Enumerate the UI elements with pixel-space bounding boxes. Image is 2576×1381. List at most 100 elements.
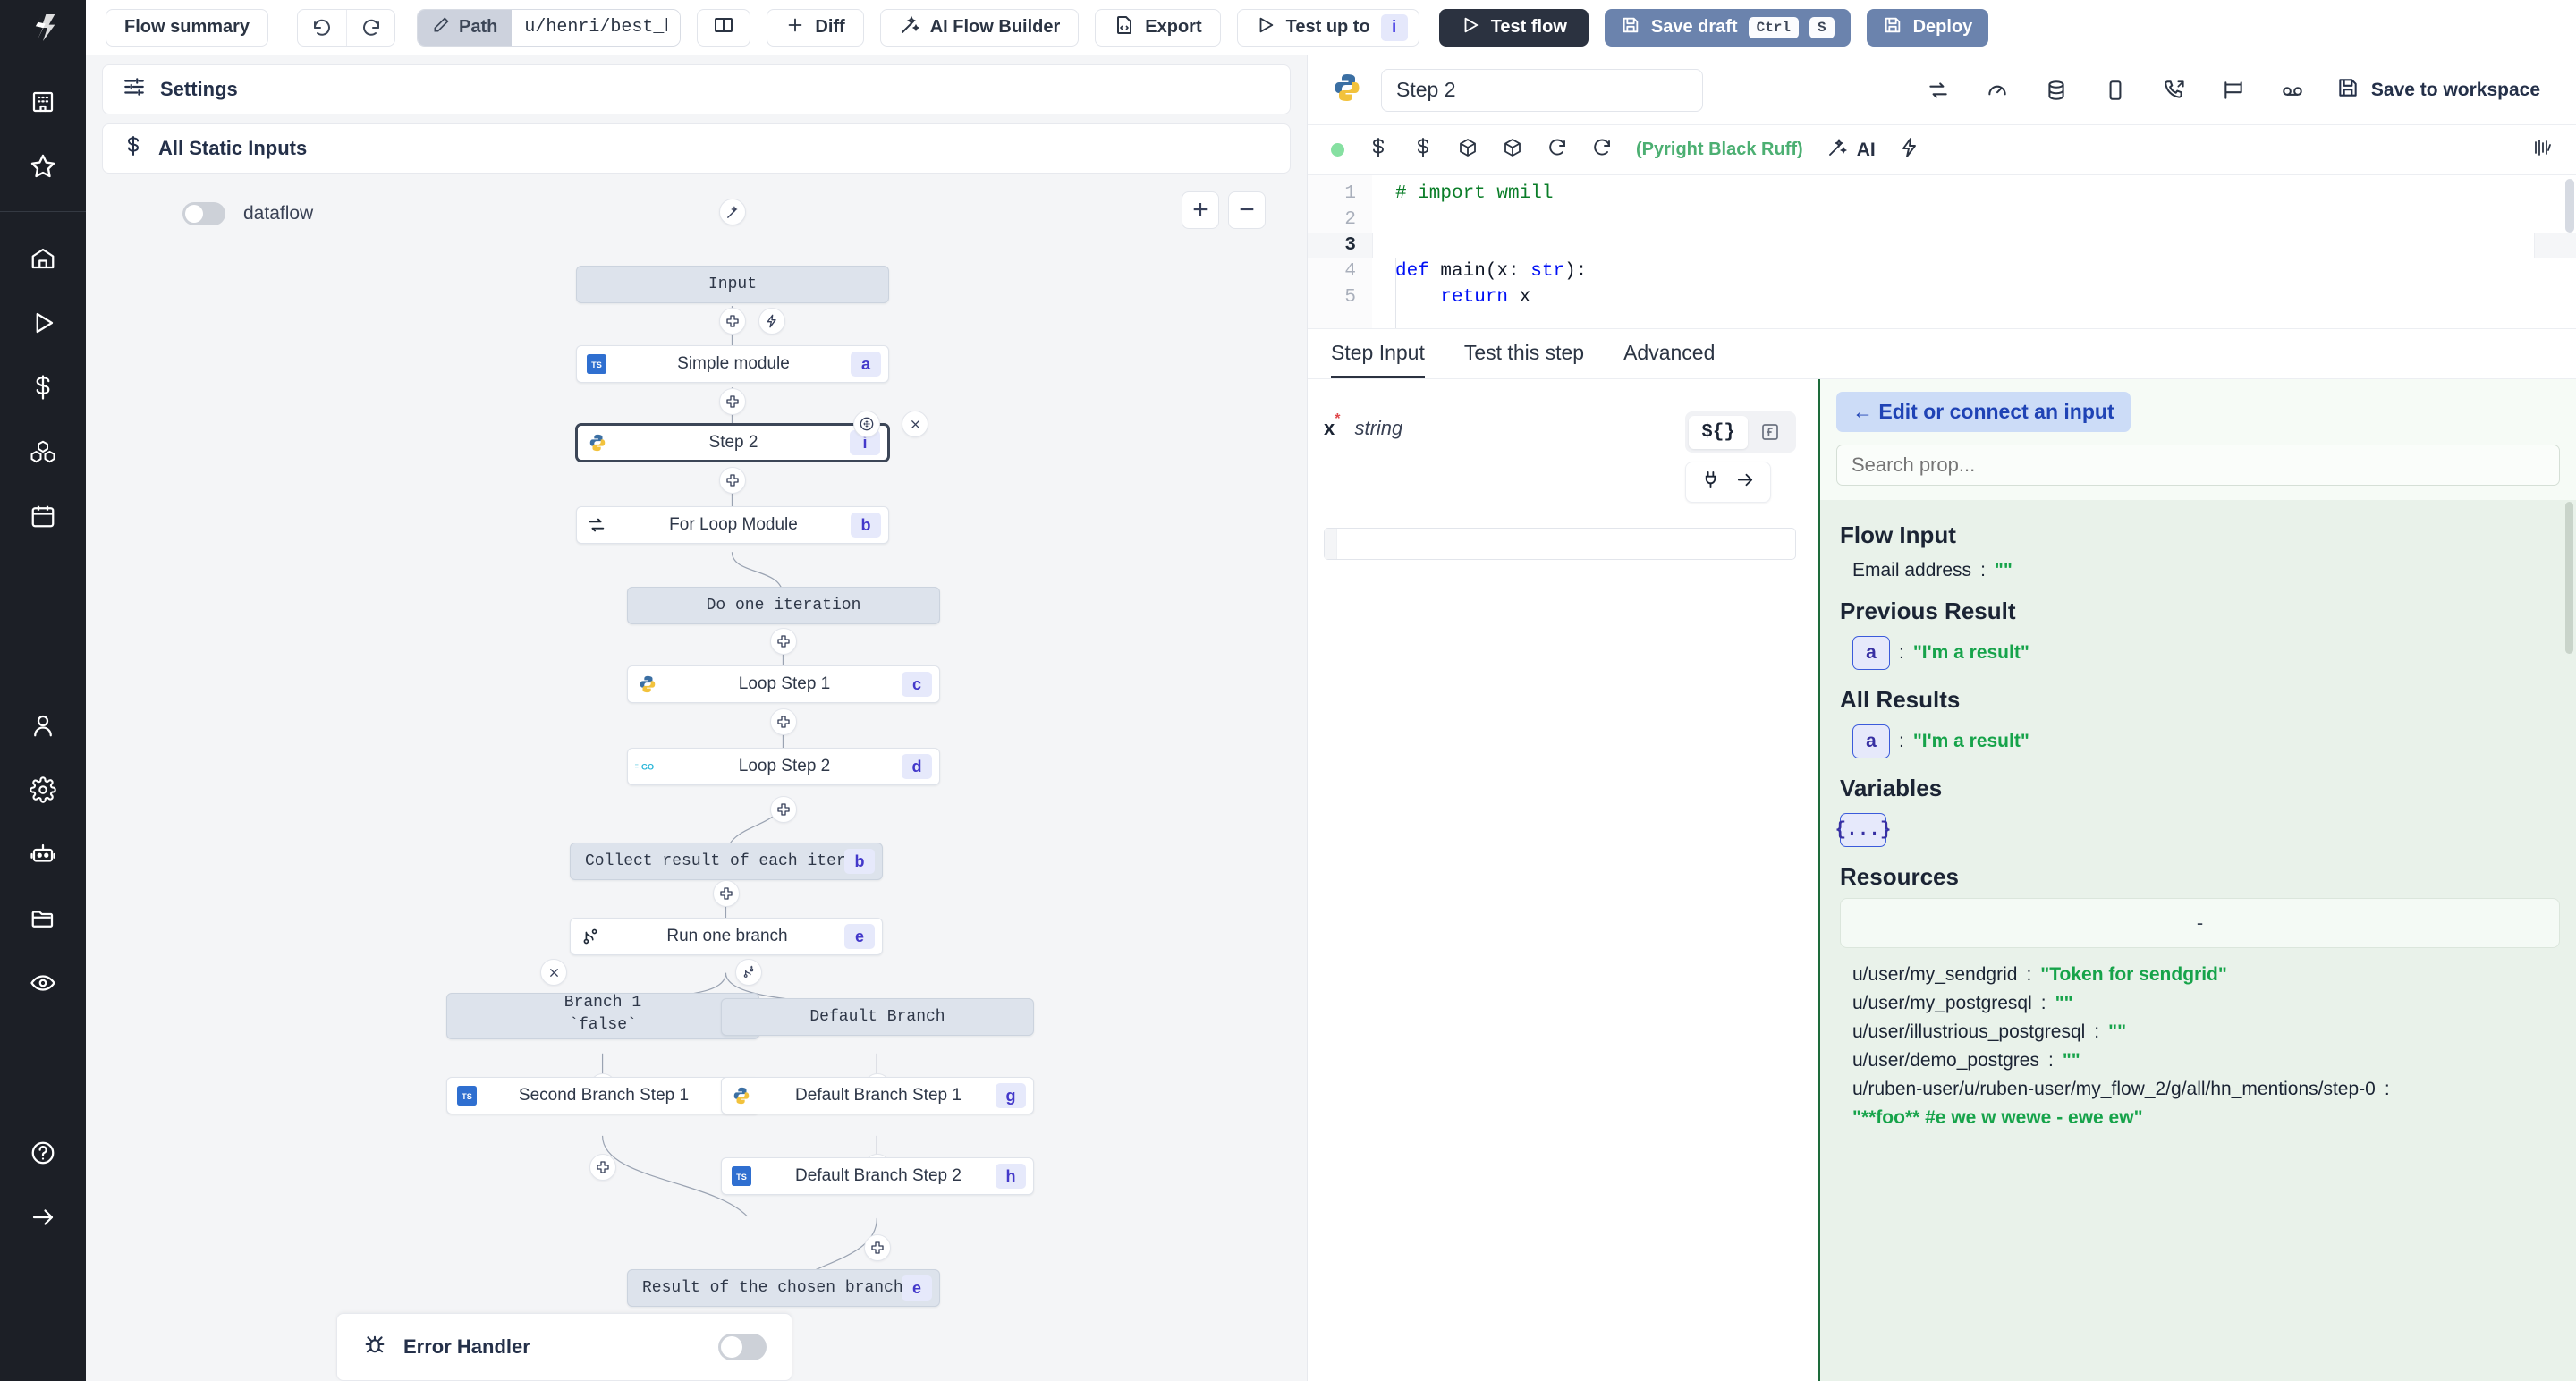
connect-panel-body[interactable]: Flow Input Email address : "" Previous R… [1820,500,2576,1381]
flow-node-step-2[interactable]: Step 2 i [576,424,889,462]
square-icon[interactable] [2095,70,2136,111]
flow-node-loop-step-2[interactable]: GO Loop Step 2 d [627,748,940,785]
connect-row[interactable]: Email address : "" [1840,556,2560,585]
flow-node-branch-1[interactable]: Branch 1 `false` [446,993,759,1039]
undo-button[interactable] [298,10,346,46]
path-field-group[interactable]: Path [417,8,682,47]
layout-icon[interactable] [2213,70,2254,111]
minimap-icon[interactable] [2531,137,2553,164]
flow-node-for-loop-module[interactable]: For Loop Module b [576,506,889,544]
static-inputs-accordion[interactable]: All Static Inputs [102,123,1291,174]
connect-row[interactable]: u/ruben-user/u/ruben-user/my_flow_2/g/al… [1840,1075,2560,1104]
add-step-handle[interactable] [864,1234,891,1261]
sidebar-item-workspace[interactable] [0,72,86,136]
flow-node-do-one-iteration[interactable]: Do one iteration [627,587,940,624]
database-icon[interactable] [2036,70,2077,111]
flow-canvas[interactable]: dataflow + − [86,182,1307,1381]
connect-row[interactable]: u/user/my_postgresql : "" [1840,989,2560,1018]
edit-or-connect-input-button[interactable]: ← Edit or connect an input [1836,392,2131,432]
sidebar-item-favorites[interactable] [0,136,86,200]
tab-test-this-step[interactable]: Test this step [1464,329,1584,378]
phone-incoming-icon[interactable] [2154,70,2195,111]
dollar-icon[interactable] [1368,137,1389,164]
error-handler-toggle[interactable] [718,1334,767,1360]
fx-icon[interactable] [1748,415,1792,449]
sidebar-item-workers[interactable] [0,824,86,888]
add-trigger-handle[interactable] [758,308,785,335]
flow-node-simple-module[interactable]: TS Simple module a [576,345,889,383]
flow-node-input[interactable]: Input [576,266,889,303]
diff-button[interactable]: Diff [767,8,864,47]
remove-branch-handle[interactable] [540,959,567,986]
package-icon[interactable] [1502,137,1523,164]
path-input[interactable] [512,9,681,46]
connect-row[interactable]: a : "I'm a result" [1840,721,2560,762]
sidebar-item-audit-logs[interactable] [0,953,86,1017]
flow-node-loop-step-1[interactable]: Loop Step 1 c [627,665,940,703]
add-step-handle[interactable] [770,796,797,823]
flow-node-run-one-branch[interactable]: Run one branch e [570,918,883,955]
delete-node-handle[interactable] [902,411,928,437]
connect-row[interactable]: u/user/illustrious_postgresql : "" [1840,1018,2560,1046]
test-up-to-button[interactable]: Test up to i [1236,8,1419,47]
add-step-handle[interactable] [770,708,797,735]
sidebar-item-variables[interactable] [0,357,86,421]
settings-accordion[interactable]: Settings [102,64,1291,114]
path-label-chip[interactable]: Path [418,9,513,46]
connect-row[interactable]: a : "I'm a result" [1840,632,2560,674]
search-prop-input[interactable] [1836,445,2560,486]
connect-row[interactable]: u/user/demo_postgres : "" [1840,1046,2560,1075]
redo-button[interactable] [346,9,394,46]
sidebar-item-runs[interactable] [0,292,86,357]
add-branch-handle[interactable] [735,959,762,986]
flow-summary-button[interactable]: Flow summary [106,8,269,47]
sidebar-item-resources[interactable] [0,421,86,486]
tab-step-input[interactable]: Step Input [1331,329,1425,378]
add-step-handle[interactable] [770,628,797,655]
add-step-handle[interactable] [719,467,746,494]
refresh-icon[interactable] [1591,137,1613,164]
sidebar-item-expand[interactable] [0,1187,86,1251]
sidebar-item-home[interactable] [0,228,86,292]
step-name-input[interactable] [1381,68,1703,112]
flow-node-default-branch-step-2[interactable]: TS Default Branch Step 2 h [721,1157,1034,1195]
export-button[interactable]: Export [1095,8,1221,47]
zoom-in-button[interactable]: + [1182,191,1219,229]
sidebar-item-help[interactable] [0,1123,86,1187]
flow-node-default-branch-step-1[interactable]: Default Branch Step 1 g [721,1077,1034,1114]
add-step-handle[interactable] [713,880,740,907]
sidebar-item-settings[interactable] [0,759,86,824]
ai-add-handle[interactable] [719,199,746,225]
refresh-icon[interactable] [1546,137,1568,164]
docs-button[interactable] [697,8,751,47]
template-mode-button[interactable]: ${} [1689,415,1748,449]
sidebar-item-folders[interactable] [0,888,86,953]
connect-input-button[interactable] [1685,462,1772,503]
editor-scrollbar[interactable] [2565,179,2574,233]
package-icon[interactable] [1457,137,1479,164]
ai-assist-button[interactable]: AI [1826,137,1876,164]
flow-node-collect-result[interactable]: Collect result of each iteration b [570,843,883,880]
connect-row-value[interactable]: "**foo** #e we w wewe - ewe ew" [1840,1104,2560,1132]
loop-icon[interactable] [1918,70,1959,111]
test-flow-button[interactable]: Test flow [1438,8,1589,47]
dataflow-toggle[interactable] [182,202,225,225]
flow-node-second-branch-step-1[interactable]: TS Second Branch Step 1 f [446,1077,759,1114]
argument-value-input[interactable] [1324,528,1796,560]
connect-row[interactable]: {...} [1835,809,2560,851]
lightning-icon[interactable] [1899,137,1920,164]
gauge-icon[interactable] [1977,70,2018,111]
add-step-handle[interactable] [719,308,746,335]
resources-placeholder-box[interactable]: - [1840,898,2560,948]
tab-advanced[interactable]: Advanced [1623,329,1715,378]
dollar-icon[interactable] [1412,137,1434,164]
voicemail-icon[interactable] [2272,70,2313,111]
error-handler-bar[interactable]: Error Handler [336,1313,792,1381]
flow-node-default-branch[interactable]: Default Branch [721,998,1034,1036]
add-step-handle[interactable] [589,1154,616,1181]
connect-row[interactable]: u/user/my_sendgrid : "Token for sendgrid… [1840,961,2560,989]
zoom-out-button[interactable]: − [1228,191,1266,229]
sidebar-item-schedules[interactable] [0,486,86,550]
sidebar-item-account[interactable] [0,695,86,759]
add-step-handle[interactable] [719,388,746,415]
